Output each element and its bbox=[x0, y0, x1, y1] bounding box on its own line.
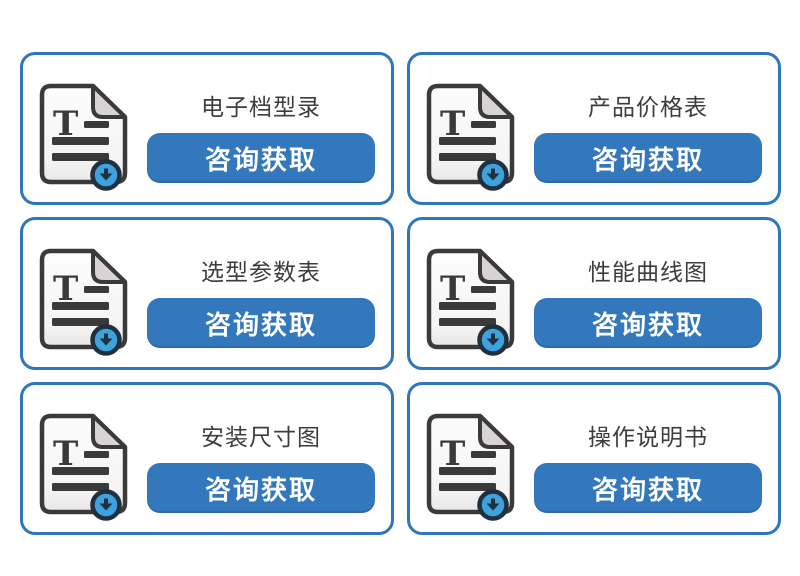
document-download-icon: T bbox=[35, 413, 135, 523]
consult-button[interactable]: 咨询获取 bbox=[534, 133, 762, 183]
card-title: 电子档型录 bbox=[201, 94, 321, 120]
document-download-icon: T bbox=[35, 83, 135, 193]
consult-button[interactable]: 咨询获取 bbox=[147, 133, 375, 183]
resource-card-selection-parameters: T 选型参数表 咨询获取 bbox=[20, 217, 394, 370]
resource-card-performance-curves: T 性能曲线图 咨询获取 bbox=[407, 217, 781, 370]
document-download-icon: T bbox=[422, 83, 522, 193]
document-download-icon: T bbox=[35, 248, 135, 358]
card-title: 选型参数表 bbox=[201, 259, 321, 285]
resource-card-price-list: T 产品价格表 咨询获取 bbox=[407, 52, 781, 205]
card-title: 性能曲线图 bbox=[588, 259, 708, 285]
document-download-icon: T bbox=[422, 413, 522, 523]
consult-button[interactable]: 咨询获取 bbox=[534, 298, 762, 348]
card-title: 操作说明书 bbox=[588, 424, 708, 450]
consult-button[interactable]: 咨询获取 bbox=[147, 298, 375, 348]
resource-card-installation-dimensions: T 安装尺寸图 咨询获取 bbox=[20, 382, 394, 535]
resource-card-operation-manual: T 操作说明书 咨询获取 bbox=[407, 382, 781, 535]
document-download-icon: T bbox=[422, 248, 522, 358]
card-title: 产品价格表 bbox=[588, 94, 708, 120]
consult-button[interactable]: 咨询获取 bbox=[534, 463, 762, 513]
card-title: 安装尺寸图 bbox=[201, 424, 321, 450]
resource-card-catalog: T 电子档型录 咨询获取 bbox=[20, 52, 394, 205]
consult-button[interactable]: 咨询获取 bbox=[147, 463, 375, 513]
cards-grid: T 电子档型录 咨询获取 T bbox=[20, 52, 781, 535]
